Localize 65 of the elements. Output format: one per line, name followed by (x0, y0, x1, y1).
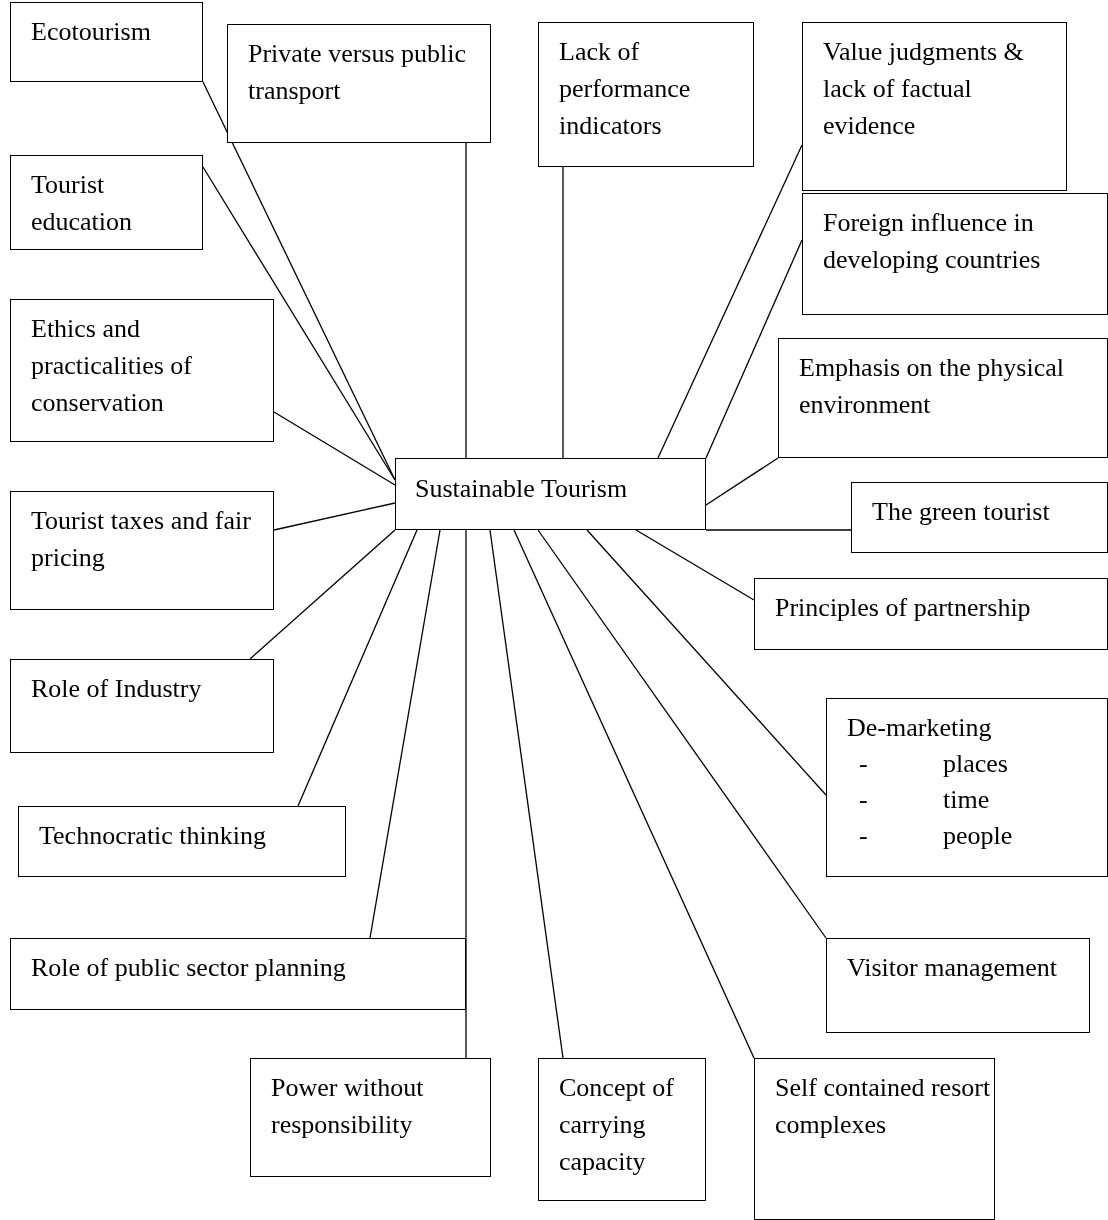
topic-box (802, 22, 1067, 191)
list-dash: - (859, 748, 869, 780)
connector-line (465, 142, 467, 459)
connector-line (202, 81, 396, 481)
connector-line (705, 529, 852, 531)
topic-box (227, 24, 491, 143)
connector-line (705, 457, 779, 506)
connector-line (657, 144, 803, 459)
node-label: Tourist education (31, 169, 134, 238)
topic-box (10, 2, 203, 82)
topic-box (538, 22, 754, 167)
topic-box (10, 155, 203, 250)
node-label: Tourist taxes and fair pricing (31, 505, 252, 574)
topic-box (826, 698, 1108, 877)
list-dash: - (859, 784, 869, 816)
topic-box (778, 338, 1108, 458)
connector-line (586, 529, 827, 796)
topic-box (18, 806, 346, 877)
node-label: Ethics and practicalities of conservation (31, 313, 193, 419)
list-dash: - (859, 820, 869, 852)
node-label: Visitor management (847, 952, 1058, 984)
list-item: places (943, 748, 1008, 780)
node-label: The green tourist (872, 496, 1051, 528)
node-label: Role of Industry (31, 673, 203, 705)
list-item: time (943, 784, 990, 816)
connector-line (489, 529, 564, 1059)
connector-line (537, 529, 827, 939)
list-item: people (943, 820, 1013, 852)
topic-box (754, 1058, 995, 1220)
connector-line (465, 529, 467, 1059)
node-label: De-marketing (847, 712, 993, 744)
node-label: Principles of partnership (775, 592, 1032, 624)
node-label: Lack of performance indicators (559, 36, 692, 142)
topic-box (250, 1058, 491, 1177)
node-label: Self contained resort complexes (775, 1072, 992, 1141)
connector-line (297, 529, 418, 807)
topic-box (10, 299, 274, 442)
topic-box (10, 491, 274, 610)
node-label: Sustainable Tourism (415, 473, 629, 505)
topic-box (10, 659, 274, 753)
topic-box (538, 1058, 706, 1201)
node-label: Concept of carrying capacity (559, 1072, 675, 1178)
node-label: Technocratic thinking (39, 820, 268, 852)
node-label: Value judgments & lack of factual evidence (823, 36, 1025, 142)
node-label: Ecotourism (31, 16, 152, 48)
connector-line (249, 529, 396, 660)
connector-line (513, 529, 755, 1059)
node-label: Role of public sector planning (31, 952, 347, 984)
connector-line (705, 239, 803, 459)
node-label: Power without responsibility (271, 1072, 425, 1141)
node-label: Emphasis on the physical environment (799, 352, 1065, 421)
connector-line (273, 502, 396, 531)
topic-box (10, 938, 466, 1010)
node-label: Private versus public transport (248, 38, 468, 107)
central-topic-box (395, 458, 706, 530)
topic-box (754, 578, 1108, 650)
connector-line (562, 166, 564, 459)
topic-box (826, 938, 1090, 1033)
topic-box (851, 482, 1108, 553)
connector-line (273, 411, 396, 486)
node-label: Foreign influence in developing countries (823, 207, 1042, 276)
connector-line (202, 166, 396, 481)
connector-line (369, 529, 441, 939)
connector-line (635, 529, 755, 601)
topic-box (802, 193, 1108, 315)
